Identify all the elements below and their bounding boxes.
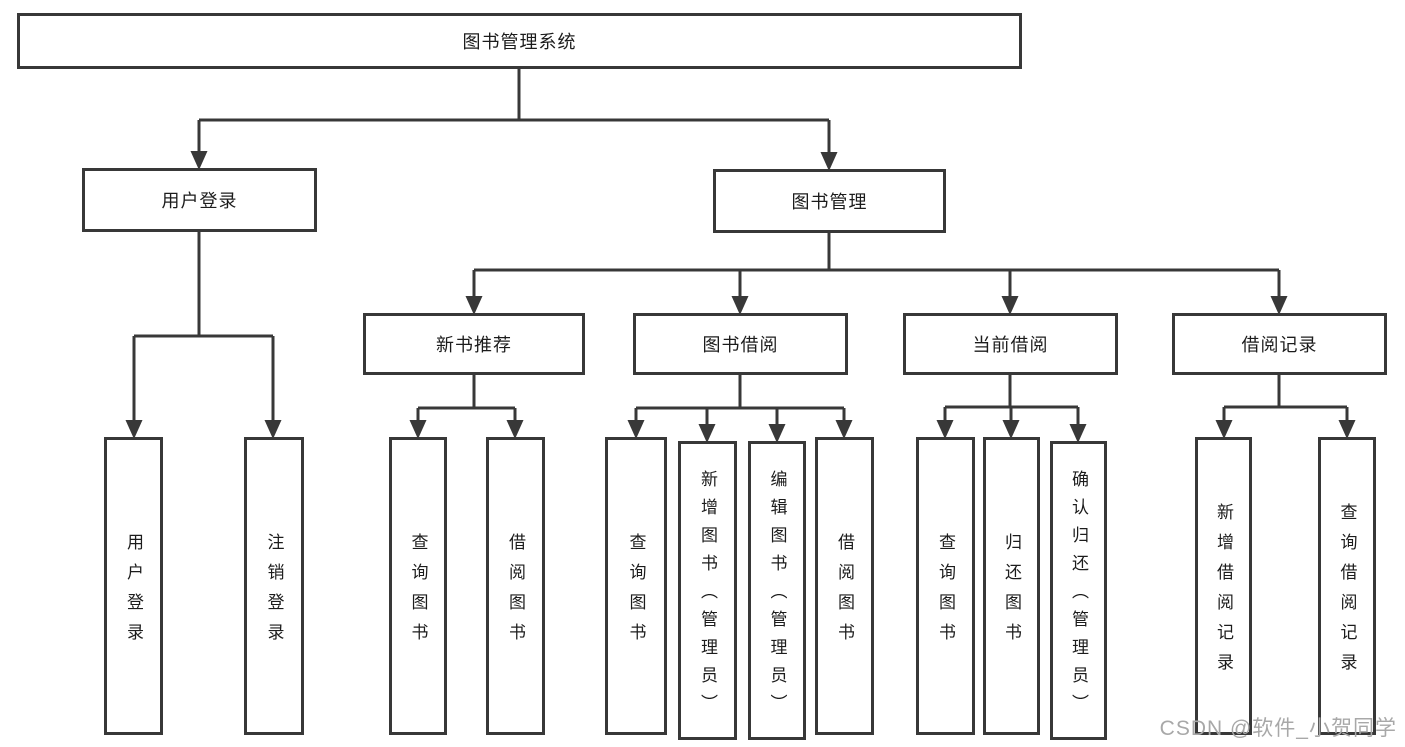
leaf-confirm-return-admin-label: 确认归还（管理员）: [1069, 470, 1088, 722]
node-current-borrow: 当前借阅: [903, 313, 1118, 375]
leaf-add-borrow-record-label: 新增借阅记录: [1214, 502, 1233, 683]
connector-borrow-record-group: [1222, 375, 1349, 422]
leaf-add-book-admin: 新增图书（管理员）: [678, 441, 737, 740]
node-root: 图书管理系统: [17, 13, 1022, 69]
leaf-confirm-return-admin: 确认归还（管理员）: [1050, 441, 1107, 740]
leaf-logout-label: 注销登录: [264, 532, 284, 653]
node-borrow-records: 借阅记录: [1172, 313, 1387, 375]
leaf-query-books-c-label: 查询图书: [936, 532, 955, 653]
leaf-query-books-b: 查询图书: [605, 437, 667, 735]
leaf-borrow-books-a-label: 借阅图书: [506, 532, 525, 653]
node-user-login-branch: 用户登录: [82, 168, 317, 232]
watermark-text: CSDN @软件_小贺同学: [1159, 717, 1397, 740]
leaf-query-borrow-record-label: 查询借阅记录: [1337, 502, 1357, 683]
leaf-return-book: 归还图书: [983, 437, 1040, 735]
leaf-query-borrow-record: 查询借阅记录: [1318, 437, 1376, 735]
leaf-borrow-books-a: 借阅图书: [486, 437, 545, 735]
node-book-borrow: 图书借阅: [633, 313, 848, 375]
node-book-management: 图书管理: [713, 169, 946, 233]
leaf-borrow-books-b: 借阅图书: [815, 437, 874, 735]
leaf-logout: 注销登录: [244, 437, 304, 735]
leaf-add-borrow-record: 新增借阅记录: [1195, 437, 1252, 735]
leaf-edit-book-admin: 编辑图书（管理员）: [748, 441, 806, 740]
connector-book-management-group: [472, 233, 1281, 298]
connector-book-borrow-group: [634, 375, 846, 426]
leaf-return-book-label: 归还图书: [1002, 532, 1021, 653]
connector-current-borrow-group: [943, 375, 1080, 426]
leaf-query-books-b-label: 查询图书: [626, 532, 646, 653]
leaf-edit-book-admin-label: 编辑图书（管理员）: [767, 470, 787, 722]
leaf-query-books-a-label: 查询图书: [408, 532, 428, 653]
leaf-query-books-a: 查询图书: [389, 437, 447, 735]
leaf-user-login-label: 用户登录: [124, 532, 143, 653]
node-new-book-recommend: 新书推荐: [363, 313, 585, 375]
leaf-query-books-c: 查询图书: [916, 437, 975, 735]
connector-new-book-group: [416, 375, 517, 422]
leaf-user-login: 用户登录: [104, 437, 163, 735]
connector-root: [197, 69, 831, 154]
leaf-borrow-books-b-label: 借阅图书: [835, 532, 854, 653]
leaf-add-book-admin-label: 新增图书（管理员）: [698, 470, 717, 722]
connector-user-login-group: [132, 232, 275, 422]
